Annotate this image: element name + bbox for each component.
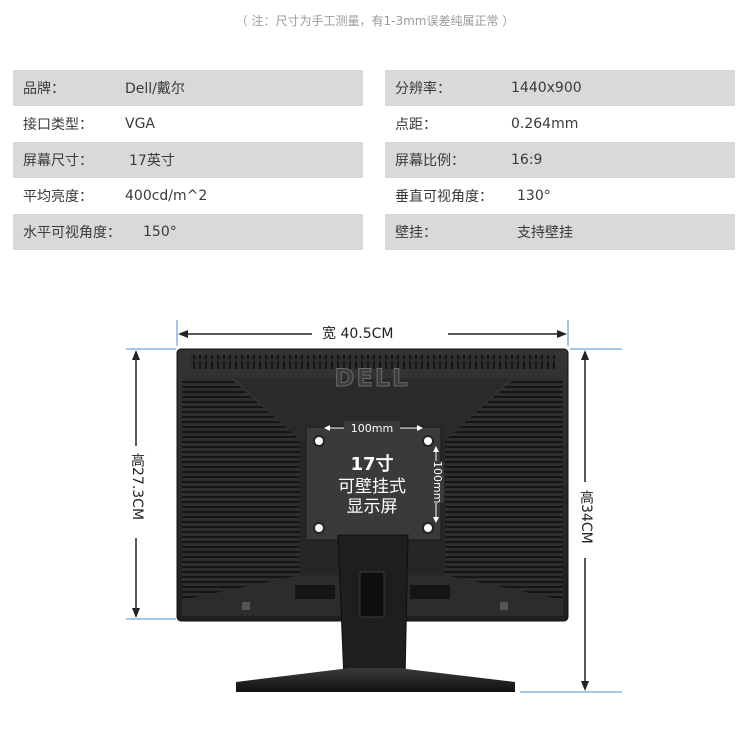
spec-value: 1440x900 <box>511 80 582 96</box>
spec-key: 接口类型： <box>23 117 93 133</box>
spec-value: 400cd/m^2 <box>125 188 208 204</box>
spec-key: 水平可视角度： <box>23 225 121 241</box>
spec-key: 屏幕比例： <box>395 153 465 169</box>
screw-hole-icon <box>422 522 434 534</box>
spec-interface: 接口类型： VGA <box>13 106 363 142</box>
spec-value: VGA <box>125 116 156 132</box>
spec-key: 平均亮度： <box>23 189 93 205</box>
spec-pixel-pitch: 点距： 0.264mm <box>385 106 735 142</box>
total-height-label: 高34CM <box>576 490 596 544</box>
spec-brightness: 平均亮度： 400cd/m^2 <box>13 178 363 214</box>
spec-key: 分辨率： <box>395 81 451 97</box>
dell-logo: DELL <box>334 364 410 393</box>
monitor-body <box>176 348 569 622</box>
spec-screen-size: 屏幕尺寸： 17英寸 <box>13 142 363 178</box>
spec-key: 垂直可视角度： <box>395 189 493 205</box>
screw-hole-icon <box>313 435 325 447</box>
spec-wall-mount: 壁挂： 支持壁挂 <box>385 214 735 250</box>
spec-horizontal-view-angle: 水平可视角度： 150° <box>13 214 363 250</box>
spec-value: 130° <box>517 188 551 204</box>
vesa-vertical-label: 100mm <box>431 461 444 504</box>
spec-value: Dell/戴尔 <box>125 81 185 97</box>
screw-hole-icon <box>422 435 434 447</box>
spec-key: 屏幕尺寸： <box>23 153 93 169</box>
spec-brand: 品牌： Dell/戴尔 <box>13 70 363 106</box>
spec-value: 支持壁挂 <box>517 225 573 241</box>
height-label: 高27.3CM <box>127 453 147 521</box>
spec-value: 0.264mm <box>511 116 579 132</box>
spec-key: 品牌： <box>23 81 65 97</box>
total-height-dimension <box>520 348 622 693</box>
spec-key: 壁挂： <box>395 225 437 241</box>
screw-hole-icon <box>313 522 325 534</box>
measurement-note: （ 注：尺寸为手工测量，有1-3mm误差纯属正常 ） <box>235 14 515 28</box>
vesa-mount-plate: 100mm 17寸 可壁挂式 显示屏 <box>305 421 442 541</box>
spec-vertical-view-angle: 垂直可视角度： 130° <box>385 178 735 214</box>
spec-resolution: 分辨率： 1440x900 <box>385 70 735 106</box>
spec-value: 16:9 <box>511 152 543 168</box>
spec-value: 150° <box>143 224 177 240</box>
spec-table: 品牌： Dell/戴尔 分辨率： 1440x900 接口类型： VGA 点距： … <box>13 70 750 250</box>
spec-value: 17英寸 <box>129 153 175 169</box>
spec-key: 点距： <box>395 117 437 133</box>
mount-text-line1: 17寸 <box>350 453 393 475</box>
brand-logo-text: DELL <box>335 364 410 392</box>
spec-aspect-ratio: 屏幕比例： 16:9 <box>385 142 735 178</box>
monitor-stand <box>236 534 515 692</box>
vesa-horizontal-label: 100mm <box>351 422 393 435</box>
mount-text-line2: 可壁挂式 <box>338 477 406 497</box>
mount-text-line3: 显示屏 <box>347 497 398 517</box>
width-label: 宽 40.5CM <box>322 323 394 343</box>
